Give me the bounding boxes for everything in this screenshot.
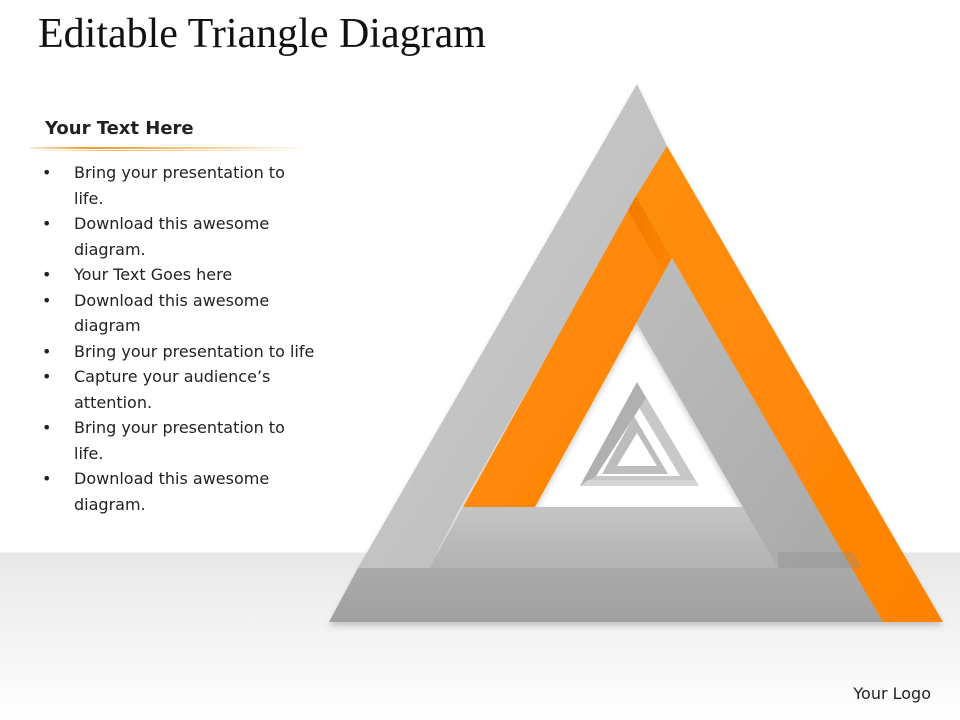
inner-triangle-motif xyxy=(580,382,699,486)
bullet-list: Bring your presentation to life. Downloa… xyxy=(30,160,315,517)
orange-left-band xyxy=(463,196,672,507)
small-inner-cut xyxy=(617,433,657,466)
logo-placeholder: Your Logo xyxy=(853,684,931,703)
outer-base-band xyxy=(329,568,883,622)
inner-shadow-strip xyxy=(778,552,862,568)
heading-underline xyxy=(30,147,310,149)
orange-shade-strip xyxy=(628,196,672,270)
bullet-item: Download this awesome diagram. xyxy=(30,466,315,517)
slide-title: Editable Triangle Diagram xyxy=(38,11,486,57)
orange-right-band xyxy=(636,146,943,622)
bullet-item: Bring your presentation to life xyxy=(30,339,315,365)
text-panel: Your Text Here Bring your presentation t… xyxy=(30,118,315,517)
small-base-band xyxy=(580,480,699,486)
inner-base-band xyxy=(429,507,778,568)
panel-heading: Your Text Here xyxy=(45,118,194,139)
heading-underline-secondary xyxy=(30,150,310,151)
bullet-item: Your Text Goes here xyxy=(30,262,315,288)
bullet-item: Download this awesome diagram xyxy=(30,288,315,339)
bullet-item: Bring your presentation to life. xyxy=(30,160,315,211)
outer-left-band xyxy=(358,84,667,568)
bullet-item: Capture your audience’s attention. xyxy=(30,364,315,415)
small-left-band xyxy=(580,382,646,486)
middle-right-band xyxy=(636,258,853,568)
bullet-item: Bring your presentation to life. xyxy=(30,415,315,466)
bullet-item: Download this awesome diagram. xyxy=(30,211,315,262)
